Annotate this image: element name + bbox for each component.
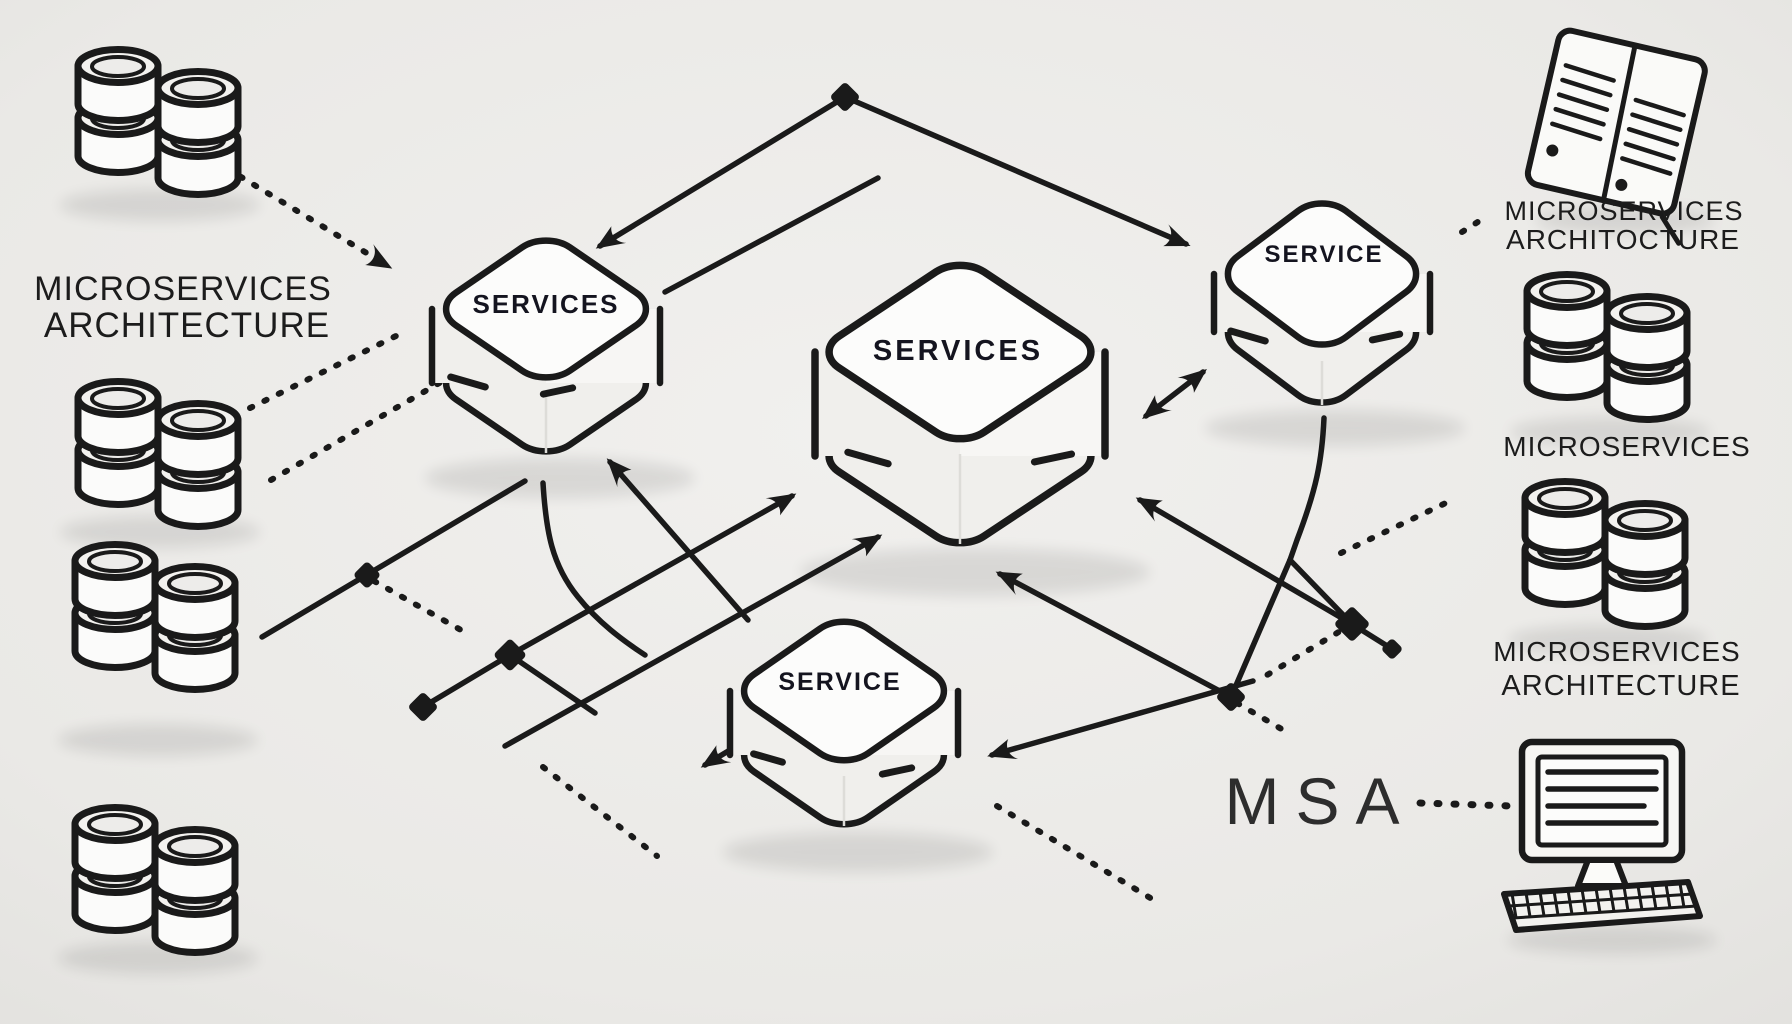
left-database-stacks — [71, 46, 242, 956]
right-top-caption-line2: ARCHITOCTURE — [1506, 224, 1740, 255]
connection-lines — [210, 94, 1516, 902]
open-book-icon — [1524, 27, 1708, 246]
monitor-keyboard-icon — [1501, 738, 1703, 933]
services-left-label: SERVICES — [472, 289, 619, 319]
service-box — [726, 612, 962, 834]
service-box — [428, 231, 664, 461]
service-box-labels: SERVICES SERVICES SERVICE SERVICE — [472, 241, 1384, 696]
captions: MICROSERVICES ARCHITECTURE MICROSERVICES… — [34, 196, 1750, 838]
right-database-stacks — [1521, 271, 1691, 630]
services-center-label: SERVICES — [873, 335, 1043, 367]
database-stack-icon — [71, 541, 239, 693]
msa-label: MSA — [1224, 764, 1415, 838]
database-stack-icon — [1523, 271, 1691, 423]
keyboard-icon — [1501, 879, 1703, 933]
database-stack-icon — [74, 46, 242, 198]
right-top-caption-line1: MICROSERVICES — [1504, 196, 1743, 226]
database-stack-icon — [74, 378, 242, 530]
service-bottom-label: SERVICE — [778, 668, 901, 696]
right-bottom-caption-line1: MICROSERVICES — [1493, 636, 1740, 667]
service-right-label: SERVICE — [1265, 241, 1384, 268]
right-bottom-caption-line2: ARCHITECTURE — [1501, 670, 1740, 702]
service-box — [811, 256, 1109, 552]
left-caption-line1: MICROSERVICES — [34, 270, 332, 308]
database-stack-icon — [1521, 478, 1689, 630]
connection-nodes — [354, 83, 1402, 721]
service-box — [1210, 193, 1434, 405]
database-stack-icon — [71, 804, 239, 956]
right-middle-caption: MICROSERVICES — [1503, 431, 1750, 462]
left-caption-line2: ARCHITECTURE — [44, 306, 330, 345]
service-boxes — [428, 193, 1434, 834]
